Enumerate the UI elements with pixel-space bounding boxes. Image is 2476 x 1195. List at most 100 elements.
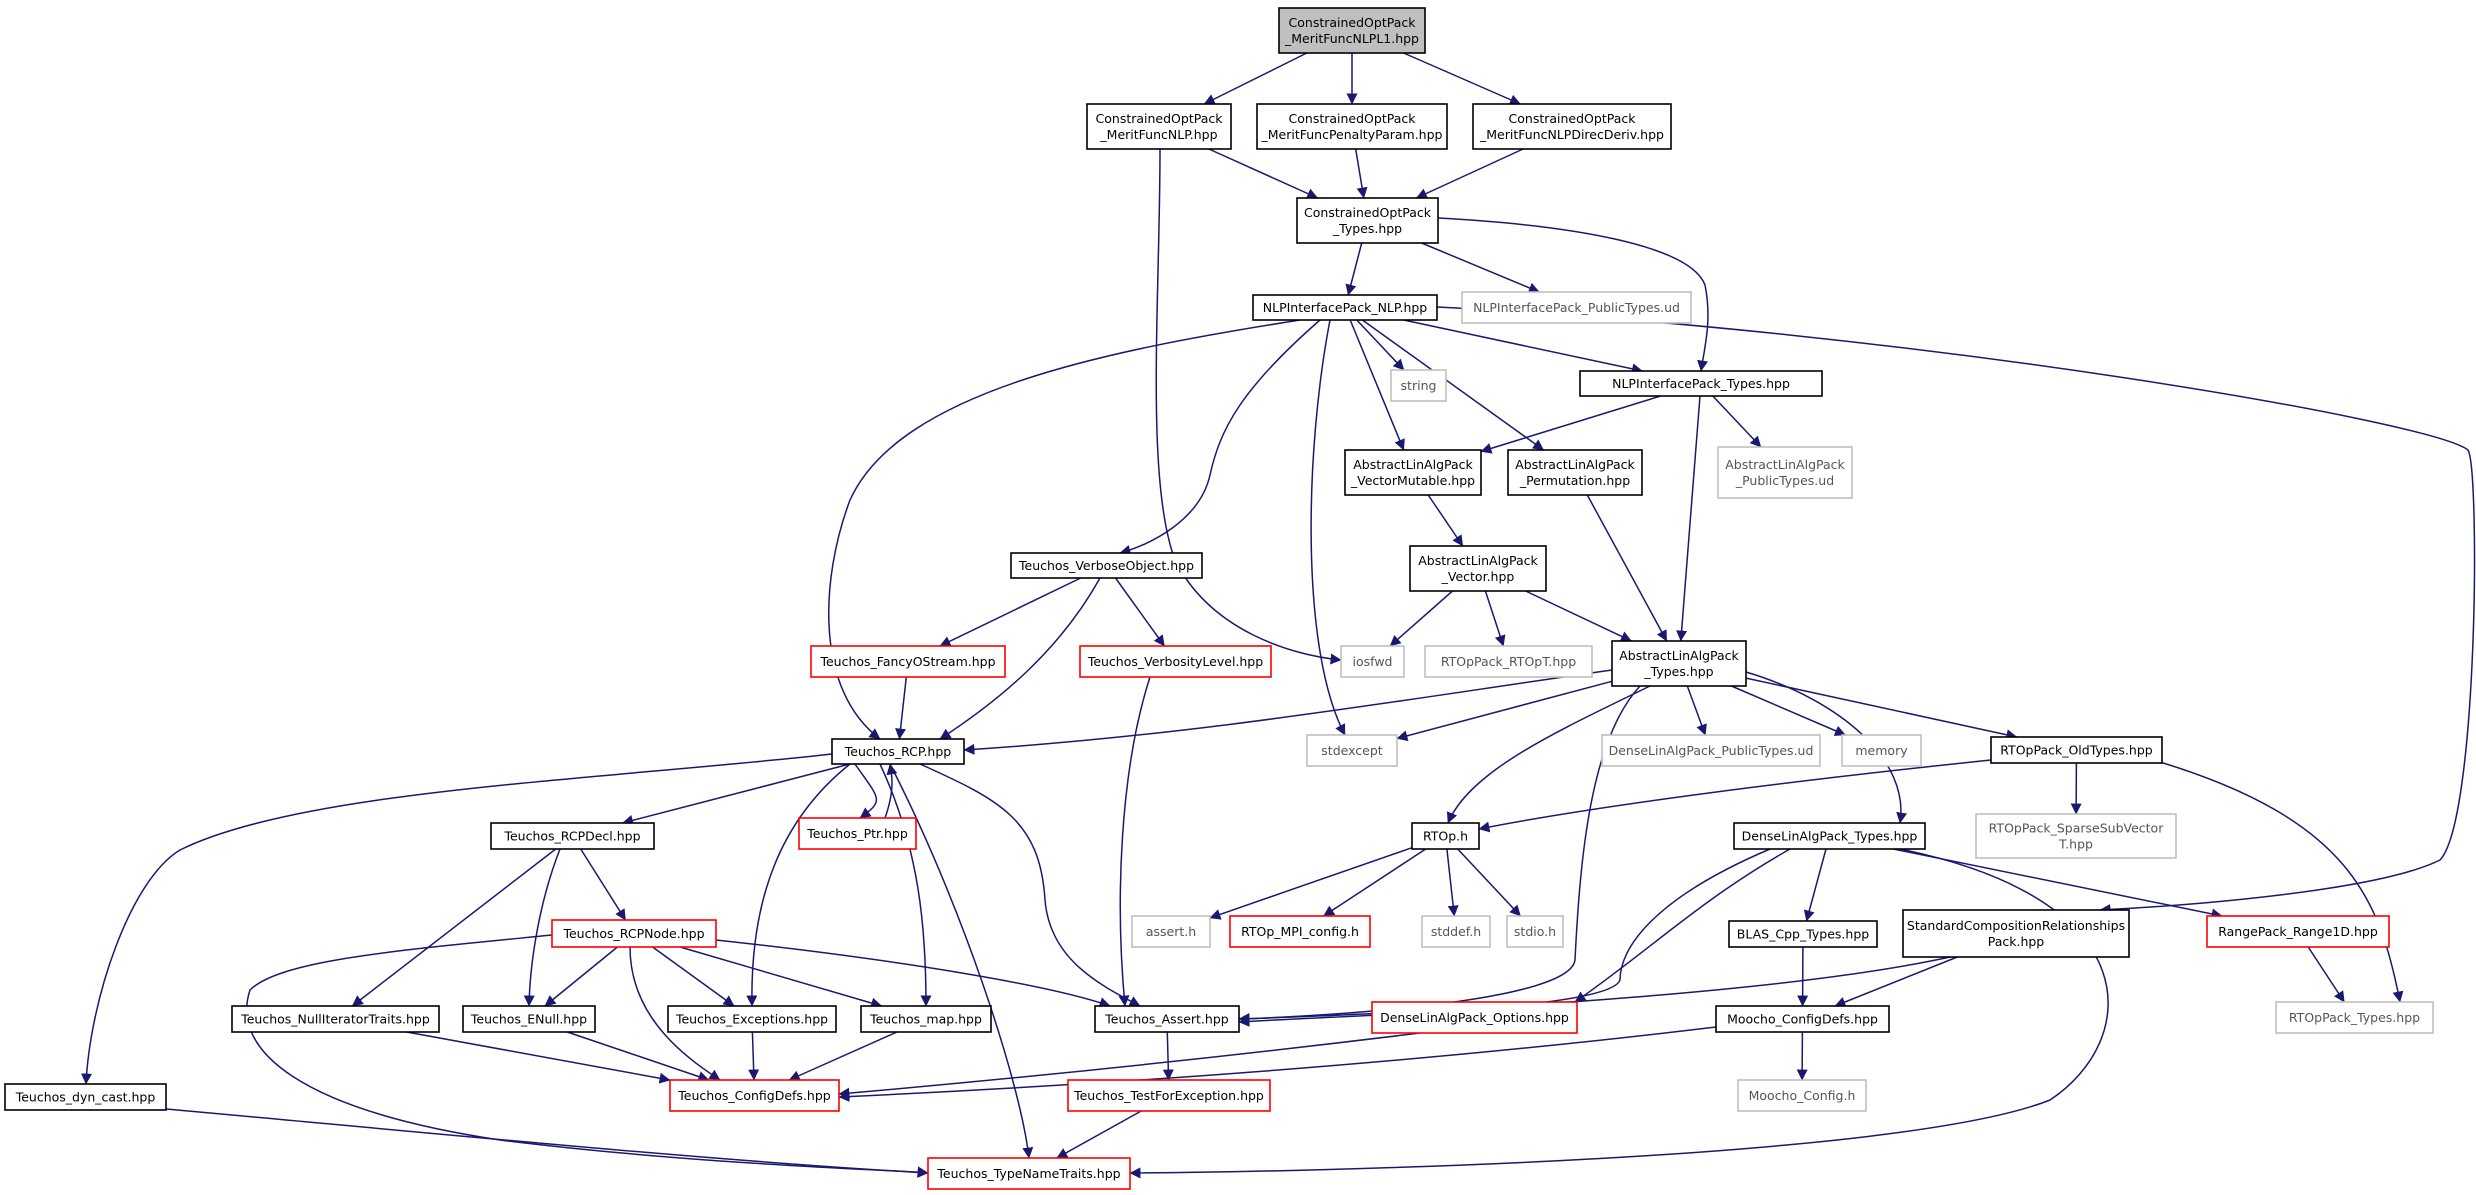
node-box [2206,915,2390,948]
node-label: Teuchos_RCPDecl.hpp [503,829,640,844]
node-box [1344,449,1482,496]
node-label: Teuchos_Exceptions.hpp [675,1012,828,1027]
node-label: NLPInterfacePack_NLP.hpp [1263,300,1428,315]
node-alap_types[interactable]: AbstractLinAlgPack_Types.hpp [1611,640,1747,687]
edge-oldtypes-to-rtoph [1478,759,1992,833]
node-verbobj[interactable]: Teuchos_VerboseObject.hpp [1010,552,1203,579]
edge-except-to-tconfigdefs [748,1031,760,1081]
node-box [1229,915,1371,948]
edge-dlap_types-to-dlap_opts [1574,848,1791,1003]
node-rtop_types: RTOpPack_Types.hpp [2275,1001,2434,1034]
node-testforexc[interactable]: Teuchos_TestForException.hpp [1067,1079,1271,1112]
node-memory: memory [1841,734,1922,767]
node-box [1256,103,1448,150]
node-perm[interactable]: AbstractLinAlgPack_Permutation.hpp [1507,449,1643,496]
node-label: iosfwd [1353,654,1393,669]
edge-enull-to-tconfigdefs [567,1031,710,1082]
node-box [1975,813,2177,859]
node-box [1424,645,1593,678]
node-map[interactable]: Teuchos_map.hpp [860,1005,992,1033]
edge-rtoph-to-mpicfg [1323,848,1427,917]
node-nulliter[interactable]: Teuchos_NullIteratorTraits.hpp [231,1005,440,1033]
node-label: Teuchos_NullIteratorTraits.hpp [240,1012,430,1027]
node-rtoph[interactable]: RTOp.h [1411,822,1480,850]
edge-dlap_types-to-blas [1803,848,1827,922]
node-mpicfg[interactable]: RTOp_MPI_config.h [1229,915,1371,948]
edge-vecmut-to-vector [1427,494,1464,547]
node-iosfwd: iosfwd [1340,645,1405,678]
node-label: assert.h [1146,924,1196,939]
node-direc[interactable]: ConstrainedOptPack_MeritFuncNLPDirecDeri… [1472,103,1672,150]
edge-dlap_types-to-typename [1129,848,2109,1179]
node-enull[interactable]: Teuchos_ENull.hpp [462,1005,596,1033]
node-box [798,817,917,850]
node-label: Teuchos_ENull.hpp [470,1012,587,1027]
node-rcpdecl[interactable]: Teuchos_RCPDecl.hpp [490,822,655,850]
node-box [2275,1001,2434,1034]
node-stddef: stddef.h [1421,915,1491,948]
edge-dyncast-to-typename [165,1108,929,1178]
node-penalty[interactable]: ConstrainedOptPack_MeritFuncPenaltyParam… [1256,103,1448,150]
node-label: T.hpp [2058,837,2093,852]
edge-rtoph-to-stdio [1457,848,1522,917]
node-typename[interactable]: Teuchos_TypeNameTraits.hpp [927,1157,1131,1190]
edge-rcpnode-to-map [679,946,883,1009]
node-label: _Types.hpp [1643,664,1713,679]
edge-rcp-to-except [746,763,851,1007]
node-fancy[interactable]: Teuchos_FancyOStream.hpp [810,645,1006,678]
node-dyncast[interactable]: Teuchos_dyn_cast.hpp [4,1083,167,1111]
node-label: RTOpPack_RTOpT.hpp [1441,654,1576,669]
node-nlp_types[interactable]: NLPInterfacePack_Types.hpp [1579,370,1823,397]
node-box [1579,370,1823,397]
edge-rcpdecl-to-nulliter [351,848,557,1007]
edge-nlp-to-string [1356,319,1405,371]
node-rcpnode[interactable]: Teuchos_RCPNode.hpp [551,919,717,948]
node-tconfigdefs[interactable]: Teuchos_ConfigDefs.hpp [669,1079,840,1112]
node-vecmut[interactable]: AbstractLinAlgPack_VectorMutable.hpp [1344,449,1482,496]
node-blas[interactable]: BLAS_Cpp_Types.hpp [1728,920,1878,948]
edge-alap_types-to-tassert [1238,685,1641,1025]
edge-rcp-to-map [879,763,932,1007]
node-cop_types[interactable]: ConstrainedOptPack_Types.hpp [1296,197,1439,244]
node-except[interactable]: Teuchos_Exceptions.hpp [667,1005,837,1033]
edge-verblevel-to-tassert [1118,676,1151,1007]
node-label: _Vector.hpp [1441,569,1515,584]
node-box [1421,915,1491,948]
node-vector[interactable]: AbstractLinAlgPack_Vector.hpp [1409,545,1547,592]
node-box [1841,734,1922,767]
node-verblevel[interactable]: Teuchos_VerbosityLevel.hpp [1079,645,1272,678]
edge-nlp_types-to-alap_types [1676,395,1701,642]
node-range1d[interactable]: RangePack_Range1D.hpp [2206,915,2390,948]
node-tassert[interactable]: Teuchos_Assert.hpp [1094,1005,1240,1033]
node-box [1390,369,1447,402]
node-label: Pack.hpp [1988,934,2045,949]
node-moocho_cfgdefs[interactable]: Moocho_ConfigDefs.hpp [1715,1005,1890,1033]
edge-rcp-to-typename [889,763,1034,1159]
edge-alap_types-to-dlap_pub [1686,685,1707,736]
node-rtoptpp: RTOpPack_RTOpT.hpp [1424,645,1593,678]
node-rcp[interactable]: Teuchos_RCP.hpp [831,738,965,765]
edge-cop_types-to-nlp_types [1437,217,1709,372]
node-box [1079,645,1272,678]
node-dlap_types[interactable]: DenseLinAlgPack_Types.hpp [1733,822,1926,850]
node-label: Teuchos_VerboseObject.hpp [1018,558,1194,573]
node-label: string [1401,378,1437,393]
node-label: Teuchos_Ptr.hpp [806,826,908,841]
node-dlap_opts[interactable]: DenseLinAlgPack_Options.hpp [1371,1001,1578,1034]
node-label: RTOp.h [1423,829,1468,844]
edge-nlp_types-to-alap_pub [1712,395,1762,448]
node-nlp[interactable]: NLPInterfacePack_NLP.hpp [1252,294,1438,321]
edge-verbobj-to-rcp [939,577,1101,740]
node-root[interactable]: ConstrainedOptPack_MeritFuncNLPL1.hpp [1278,7,1426,54]
edge-testforexc-to-typename [1056,1110,1142,1159]
edge-oldtypes-to-rtop_types [2159,761,2404,1003]
edge-alap_types-to-rcp [963,669,1613,755]
node-string: string [1390,369,1447,402]
node-oldtypes[interactable]: RTOpPack_OldTypes.hpp [1990,736,2163,764]
node-ptr[interactable]: Teuchos_Ptr.hpp [798,817,917,850]
edge-meritNLP-to-iosfwd [1155,148,1342,665]
node-label: _MeritFuncNLPL1.hpp [1284,31,1419,46]
node-meritNLP[interactable]: ConstrainedOptPack_MeritFuncNLP.hpp [1086,103,1232,150]
